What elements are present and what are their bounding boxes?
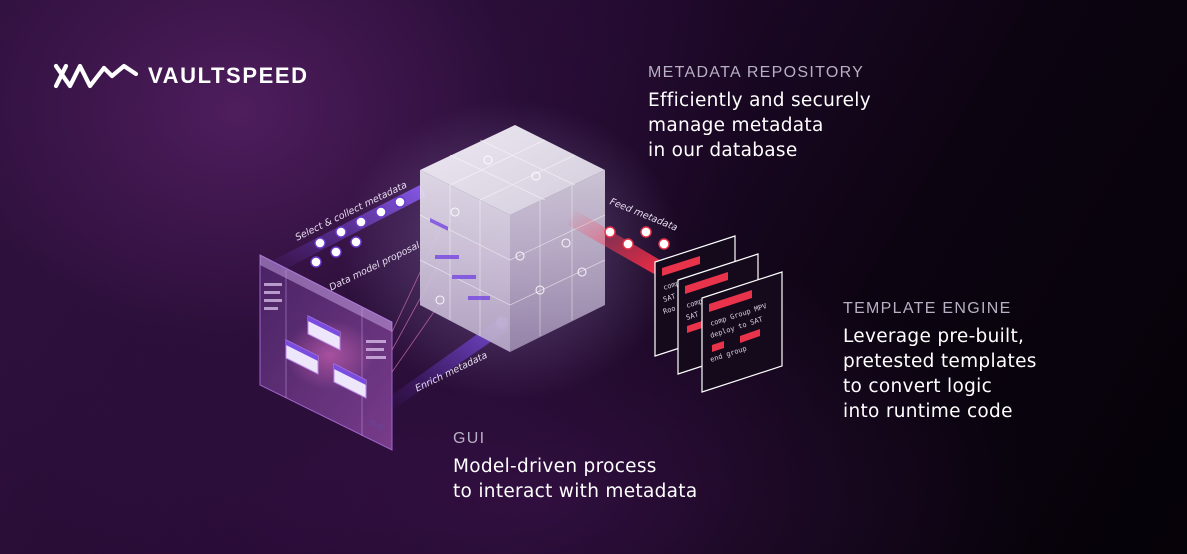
template-engine-title: TEMPLATE ENGINE xyxy=(843,300,1012,317)
gui-description: Model-driven process to interact with me… xyxy=(453,456,698,502)
feed-beam xyxy=(568,210,660,274)
svg-text:SAT: SAT xyxy=(685,310,700,322)
metadata-repository-section: METADATA REPOSITORY Efficiently and secu… xyxy=(648,64,871,163)
gui-section: GUI Model-driven process to interact wit… xyxy=(453,430,698,504)
svg-text:Roo: Roo xyxy=(662,304,677,316)
template-engine-section: TEMPLATE ENGINE Leverage pre-built, pret… xyxy=(843,300,1037,424)
svg-text:SAT: SAT xyxy=(662,292,677,304)
gui-title: GUI xyxy=(453,430,486,447)
vaultspeed-logo-mark-icon xyxy=(53,63,139,89)
metadata-cube xyxy=(419,125,606,352)
metadata-repository-description: Efficiently and securely manage metadata… xyxy=(648,90,871,161)
gui-panel xyxy=(259,254,393,451)
vaultspeed-logo[interactable]: VAULTSPEED xyxy=(52,58,309,94)
flow-dots xyxy=(310,196,406,268)
enrich-beam xyxy=(385,318,508,410)
select-collect-beam xyxy=(270,185,426,274)
metadata-repository-title: METADATA REPOSITORY xyxy=(648,64,865,81)
brand-name: VAULTSPEED xyxy=(148,63,309,88)
template-cards: comp SAT Roo comp Group SAT comp Group M… xyxy=(654,235,783,393)
template-engine-description: Leverage pre-built, pretested templates … xyxy=(843,326,1037,422)
